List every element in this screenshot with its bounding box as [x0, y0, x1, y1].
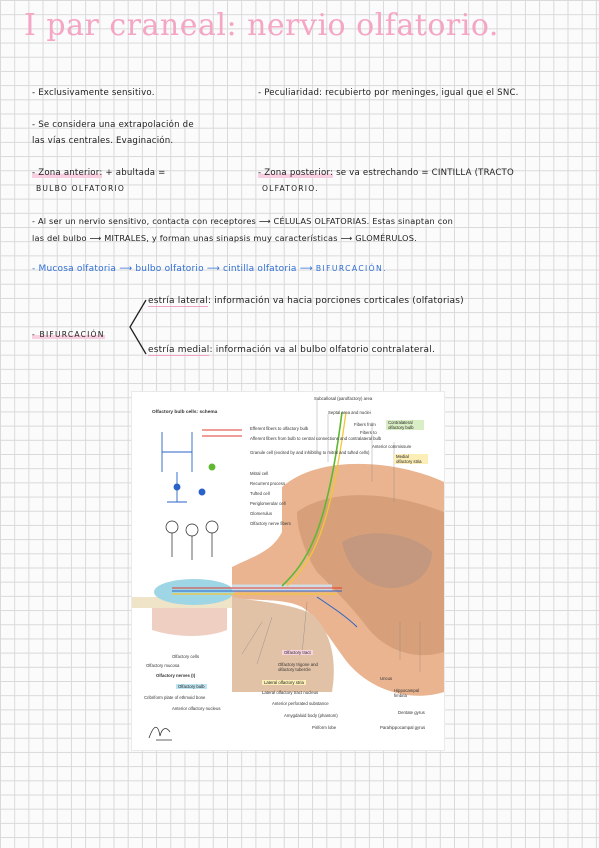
label-olfactory-mucosa: Olfactory mucosa	[146, 663, 180, 668]
note-nervio-sensitivo-2: las del bulbo ⟶ MITRALES, y forman unas …	[32, 233, 417, 243]
note-extrapolacion-1: - Se considera una extrapolación de	[32, 120, 194, 130]
inset-label-2: Granule cell (excited by and inhibiting …	[250, 450, 370, 455]
label-cribriform: Cribriform plate of ethmoid bone	[144, 695, 206, 700]
label-olfactory-tract: Olfactory tract	[282, 650, 313, 655]
note-exclusivamente: - Exclusivamente sensitivo.	[32, 88, 155, 98]
estria-medial-text: : información va al bulbo olfatorio cont…	[209, 345, 436, 355]
zona-posterior-text: se va estrechando = CINTILLA (TRACTO	[336, 168, 514, 178]
pathway-step-bulbo: bulbo olfatorio	[135, 264, 204, 274]
label-lateral-stria: Lateral olfactory stria	[262, 680, 306, 685]
label-lateral-tract-nucleus: Lateral olfactory tract nucleus	[262, 690, 319, 695]
arrow-icon: ⟶	[119, 264, 136, 274]
estria-lateral-row: estría lateral: información va hacia por…	[148, 296, 464, 307]
arrow-icon: ⟶	[206, 264, 224, 274]
estria-lateral-label: estría lateral	[148, 296, 208, 307]
brain-illustration	[132, 400, 444, 696]
label-piriform: Piriform lobe	[312, 725, 337, 730]
inset-label-1: Afferent fibers from bulb to central con…	[250, 436, 382, 441]
label-fibers-from: Fibers from	[354, 422, 376, 427]
note-extrapolacion-2: las vías centrales. Evaginación.	[32, 136, 174, 146]
label-medial-stria: Medial olfactory stria	[394, 454, 428, 464]
label-olfactory-nerves: Olfactory nerves (I)	[156, 673, 196, 678]
pathway-step-mucosa: - Mucosa olfatoria	[32, 264, 117, 274]
inset-label-3: Mitral cell	[250, 471, 269, 476]
label-subcallosal: Subcallosal (parolfactory) area	[314, 396, 373, 401]
netter-signature	[148, 726, 172, 741]
label-anterior-perforated: Anterior perforated substance	[272, 701, 329, 706]
label-olfactory-trigone: Olfactory trigone and olfactory tubercle	[278, 662, 318, 672]
note-nervio-sensitivo-1: - Al ser un nervio sensitivo, contacta c…	[32, 216, 454, 226]
inset-label-7: Glomerulus	[250, 511, 272, 516]
inset-label-8: Olfactory nerve fibers	[250, 521, 291, 526]
page-title: I par craneal: nervio olfatorio.	[24, 8, 499, 43]
inset-label-4: Recurrent process	[250, 481, 286, 486]
estria-medial-row: estría medial: información va al bulbo o…	[148, 345, 436, 356]
zona-posterior-caps: OLFATORIO.	[262, 184, 319, 193]
inset-label-0: Efferent fibers to olfactory bulb	[250, 426, 309, 431]
label-dentate-gyrus: Dentate gyrus	[398, 710, 425, 715]
estria-lateral-text: : información va hacia porciones cortica…	[207, 296, 464, 306]
zona-posterior-label: - Zona posterior:	[258, 168, 334, 178]
pathway-step-bifurcacion: BIFURCACIÓN.	[315, 264, 387, 273]
zona-anterior-label: - Zona anterior:	[32, 168, 103, 178]
pathway-step-cintilla: cintilla olfatoria	[223, 264, 297, 274]
label-fibers-to: Fibers to	[360, 430, 377, 435]
label-olfactory-cells: Olfactory cells	[172, 654, 199, 659]
estria-medial-label: estría medial	[148, 345, 210, 356]
arrow-icon: ⟶	[299, 264, 316, 274]
label-anterior-olfactory-nucleus: Anterior olfactory nucleus	[172, 706, 221, 711]
label-anterior-commissure: Anterior commissure	[372, 444, 412, 449]
zona-anterior-text: + abultada =	[105, 168, 166, 178]
brace-icon	[129, 299, 147, 355]
label-hippocampal-fimbria: Hippocampal fimbria	[394, 688, 420, 698]
zona-anterior-caps: BULBO OLFATORIO	[36, 184, 126, 193]
label-olfactory-bulb: Olfactory bulb	[176, 684, 207, 689]
label-contralateral-bulb: Contralateral olfactory bulb	[386, 420, 424, 430]
note-peculiaridad: - Peculiaridad: recubierto por meninges,…	[258, 88, 519, 98]
label-amygdaloid: Amygdaloid body (phantom)	[284, 713, 338, 718]
label-parahippocampal: Parahippocampal gyrus	[380, 725, 426, 730]
inset-label-6: Periglomerular cell	[250, 501, 286, 506]
label-septal: Septal area and nuclei	[328, 410, 371, 415]
olfactory-anatomy-figure: Olfactory bulb cells: schema Efferent fi…	[131, 391, 445, 751]
inset-label-5: Tufted cell	[250, 491, 270, 496]
note-zona-posterior: - Zona posterior: se va estrechando = CI…	[258, 168, 514, 178]
pathway-row: - Mucosa olfatoria ⟶ bulbo olfatorio ⟶ c…	[32, 264, 387, 274]
label-uncus: Uncus	[380, 676, 393, 681]
inset-title: Olfactory bulb cells: schema	[152, 410, 218, 415]
note-zona-anterior: - Zona anterior: + abultada =	[32, 168, 166, 178]
bifurcacion-label: - BIFURCACIÓN	[32, 330, 105, 339]
